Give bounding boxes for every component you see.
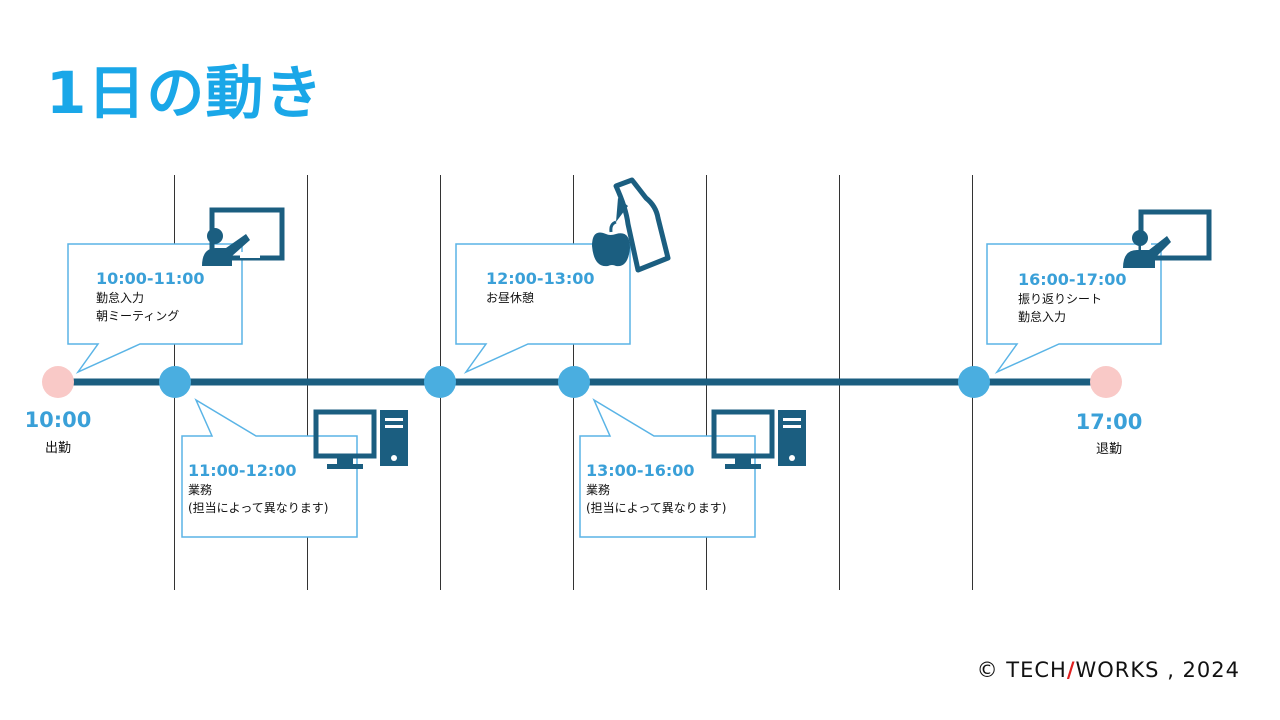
end-node <box>1090 366 1122 398</box>
callout-line: 朝ミーティング <box>96 309 180 323</box>
callout-bubble <box>986 243 1162 374</box>
callout-line: 勤怠入力 <box>96 291 145 305</box>
callout-4: 13:00-16:00 業務 (担当によって異なります) <box>586 461 726 517</box>
timeline-node <box>958 366 990 398</box>
end-time: 17:00 <box>1075 410 1143 434</box>
brand-slash: / <box>1066 658 1076 682</box>
callout-bubble <box>455 243 631 374</box>
brand-right: WORKS <box>1075 658 1160 682</box>
callout-time: 10:00-11:00 <box>96 269 205 288</box>
callout-time: 11:00-12:00 <box>188 461 297 480</box>
timeline-node <box>159 366 191 398</box>
callout-time: 12:00-13:00 <box>486 269 595 288</box>
callout-2: 11:00-12:00 業務 (担当によって異なります) <box>188 461 328 517</box>
callout-bubble <box>67 243 243 374</box>
copyright-year: , 2024 <box>1167 658 1240 682</box>
page-title: 1日の動き <box>46 59 324 127</box>
callout-line: 勤怠入力 <box>1018 310 1067 324</box>
end-label: 退勤 <box>1095 442 1122 457</box>
callout-3: 12:00-13:00 お昼休憩 <box>486 269 595 307</box>
callout-line: (担当によって異なります) <box>188 501 329 515</box>
timeline-node <box>424 366 456 398</box>
lunch-bag-apple-icon <box>592 177 671 273</box>
callout-line: 振り返りシート <box>1018 292 1103 306</box>
desktop-computer-icon <box>711 409 806 469</box>
callout-line: 業務 <box>586 483 611 497</box>
callout-1: 10:00-11:00 勤怠入力 朝ミーティング <box>96 269 205 325</box>
presenter-icon <box>202 207 285 266</box>
desktop-computer-icon <box>313 409 408 469</box>
brand-left: TECH <box>1006 658 1067 682</box>
timeline-node <box>558 366 590 398</box>
callout-time: 13:00-16:00 <box>586 461 695 480</box>
start-label: 出勤 <box>44 441 71 456</box>
callout-bubble <box>181 398 358 538</box>
callout-line: お昼休憩 <box>486 291 535 305</box>
callout-line: (担当によって異なります) <box>586 501 727 515</box>
start-node <box>42 366 74 398</box>
callout-bubble <box>579 398 756 538</box>
start-time: 10:00 <box>24 408 92 432</box>
callout-line: 業務 <box>188 483 213 497</box>
copyright-footer: © TECH/WORKS , 2024 <box>977 658 1240 682</box>
copyright-symbol: © <box>976 658 999 682</box>
presenter-icon <box>1123 209 1212 268</box>
callout-5: 16:00-17:00 振り返りシート 勤怠入力 <box>1018 270 1127 326</box>
callout-time: 16:00-17:00 <box>1018 270 1127 289</box>
